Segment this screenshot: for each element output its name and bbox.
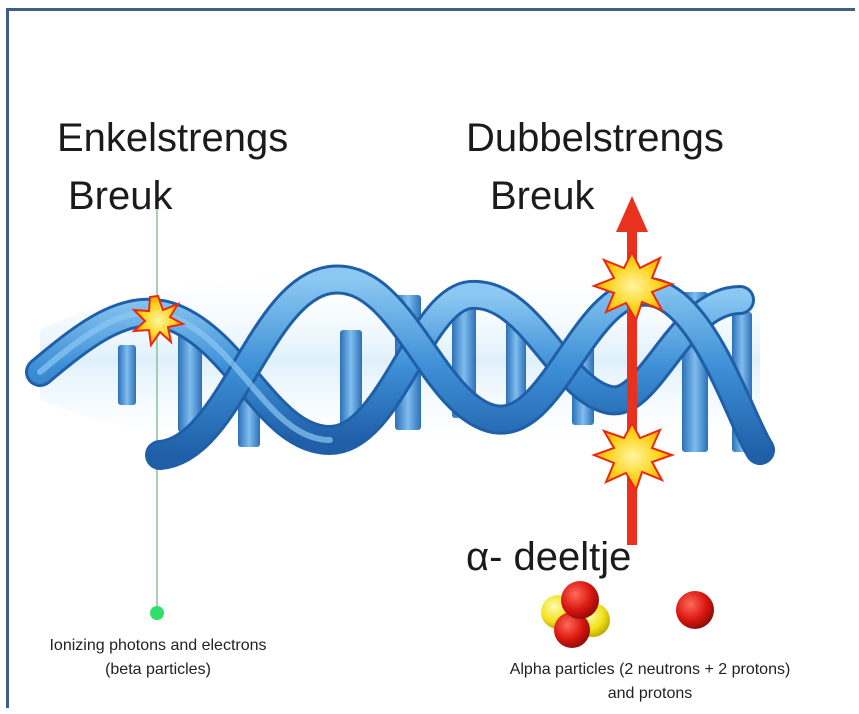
- beta-particle-dot: [150, 606, 164, 620]
- alpha-particle-label: α- deeltje: [466, 537, 631, 577]
- double-strand-break-label-line1: Dubbelstrengs: [466, 118, 724, 158]
- beta-caption-line1: Ionizing photons and electrons: [18, 634, 298, 658]
- double-strand-break-label-line2: Breuk: [490, 176, 595, 216]
- single-strand-break-label-line2: Breuk: [68, 176, 173, 216]
- alpha-caption-line1: Alpha particles (2 neutrons + 2 protons): [450, 658, 850, 682]
- alpha-caption-line2: and protons: [450, 682, 850, 706]
- base-pair: [118, 345, 136, 405]
- beta-caption-line2: (beta particles): [18, 658, 298, 682]
- alpha-particle-cluster: [541, 581, 610, 648]
- alpha-track-arrowhead: [616, 196, 648, 232]
- single-strand-break-label-line1: Enkelstrengs: [57, 118, 288, 158]
- proton: [561, 581, 599, 619]
- single-proton: [676, 591, 714, 629]
